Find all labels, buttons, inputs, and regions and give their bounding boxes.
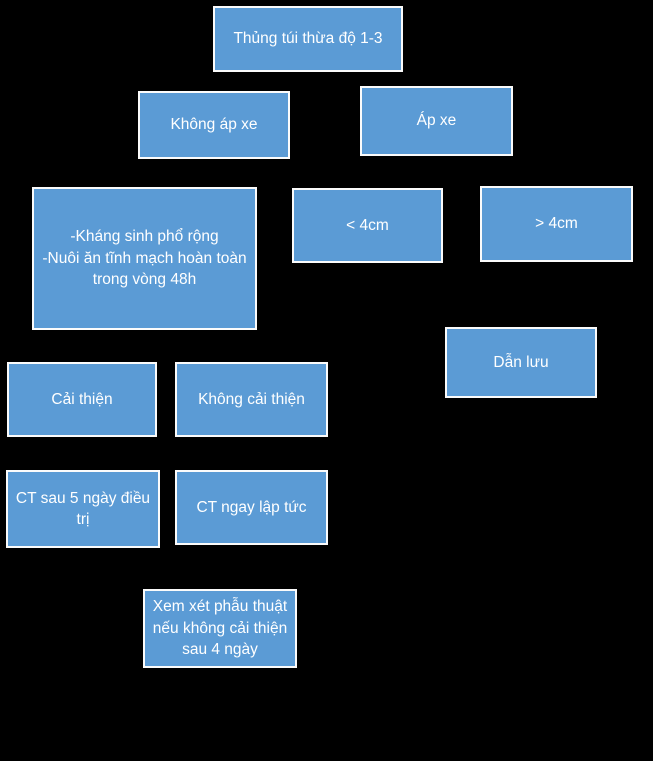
flowchart-node-duoi-4cm: < 4cm (292, 188, 443, 263)
flowchart-node-tren-4cm: > 4cm (480, 186, 633, 262)
flowchart-node-cai-thien: Cải thiện (7, 362, 157, 437)
flowchart-node-khang-sinh: -Kháng sinh phổ rộng -Nuôi ăn tĩnh mạch … (32, 187, 257, 330)
flowchart-node-root: Thủng túi thừa độ 1-3 (213, 6, 403, 72)
flowchart-node-ap-xe: Áp xe (360, 86, 513, 156)
flowchart-node-dan-luu: Dẫn lưu (445, 327, 597, 398)
flowchart-node-khong-cai-thien: Không cải thiện (175, 362, 328, 437)
flowchart-node-ct-ngay-lap-tuc: CT ngay lập tức (175, 470, 328, 545)
flowchart-node-ct-sau-5-ngay: CT sau 5 ngày điều trị (6, 470, 160, 548)
flowchart-node-khong-ap-xe: Không áp xe (138, 91, 290, 159)
flowchart-node-xem-xet-phau-thuat: Xem xét phẫu thuật nếu không cải thiện s… (143, 589, 297, 668)
